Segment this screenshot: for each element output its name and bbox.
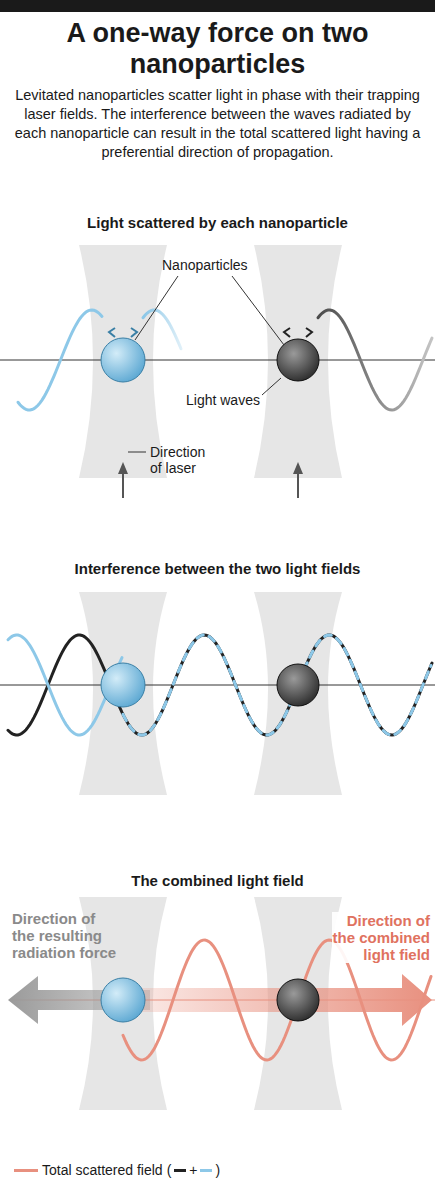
caption: Levitated nanoparticles scatter light in…: [12, 86, 423, 162]
laser-beam: [254, 592, 342, 795]
panel-heading: The combined light field: [0, 872, 435, 889]
emission-arrow: [306, 328, 312, 337]
part-label: Light waves: [186, 392, 266, 408]
axis-line: [0, 360, 435, 361]
blue-nanoparticle: [101, 978, 145, 1022]
laser-beams: [79, 245, 342, 1110]
laser-arrow: [297, 472, 299, 498]
dark-nanoparticle: [277, 979, 319, 1021]
panel-heading: Light scattered by each nanoparticle: [0, 214, 435, 231]
combined-field-arrow: [120, 974, 432, 1026]
part-label: Direction of laser: [150, 444, 220, 476]
leader-line: [128, 452, 146, 453]
legend: Total scattered field( +): [14, 1162, 220, 1178]
top-bar: [0, 0, 435, 12]
legend-text: Total scattered field: [42, 1162, 163, 1178]
emission-arrow: [131, 328, 137, 337]
panel-heading: Interference between the two light field…: [0, 560, 435, 577]
laser-beam: [254, 245, 342, 478]
legend-symbol: ): [215, 1162, 220, 1178]
axis-lines: [0, 360, 435, 1000]
light-wave: [8, 635, 432, 735]
legend-symbol: +: [189, 1162, 197, 1178]
laser-beam: [79, 592, 167, 795]
light-waves: [8, 310, 432, 1060]
laser-beam: [79, 245, 167, 478]
laser-direction-arrows: [118, 462, 303, 498]
arrow-head: [293, 462, 303, 474]
force-label: Direction of the resulting radiation for…: [12, 910, 120, 961]
light-wave: [318, 310, 432, 410]
light-wave: [123, 635, 431, 735]
legend-line: [174, 1169, 186, 1172]
blue-nanoparticle: [101, 338, 145, 382]
blue-nanoparticle: [101, 663, 145, 707]
force-arrows: [8, 974, 432, 1026]
leader-line: [262, 378, 281, 395]
light-wave: [18, 310, 102, 410]
light-wave: [143, 310, 181, 349]
dark-nanoparticle: [277, 664, 319, 706]
nanoparticles: [101, 338, 319, 1022]
legend-symbol: (: [167, 1162, 172, 1178]
leader-line: [135, 276, 178, 340]
arrow-head: [118, 462, 128, 474]
radiation-force-arrow: [8, 976, 150, 1024]
leader-lines: [128, 276, 284, 452]
legend-line: [14, 1169, 38, 1172]
leader-line: [232, 276, 284, 345]
emission-arrow: [109, 328, 115, 337]
emission-arrow: [284, 328, 290, 337]
part-label: Nanoparticles: [162, 257, 248, 273]
axis-line: [0, 685, 435, 686]
title: A one-way force on two nanoparticles: [20, 18, 415, 80]
laser-arrow: [122, 472, 124, 498]
legend-line: [200, 1169, 212, 1172]
dark-nanoparticle: [277, 339, 319, 381]
field-label: Direction of the combined light field: [332, 912, 430, 963]
